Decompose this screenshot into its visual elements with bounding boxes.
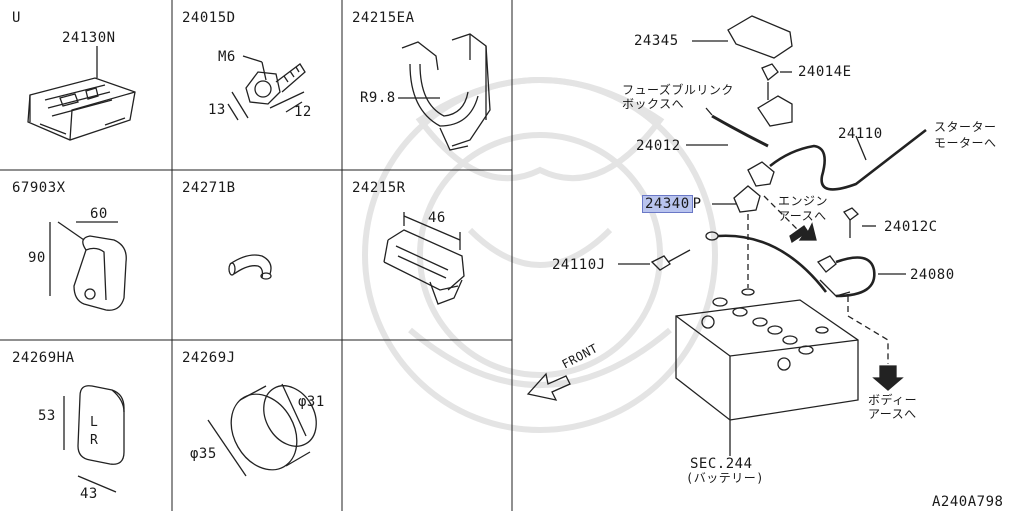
battery-cells [712,297,814,355]
diagram-id: A240A798 [932,494,1004,510]
cap-dim-31: φ31 [298,394,325,410]
part-24340-label[interactable]: 24340 [642,195,693,213]
battery-section-name: (バッテリー) [686,471,764,485]
fusible-link-note-line1: フューズブルリンク [622,83,734,97]
cell-code-u: U [12,10,21,26]
bolt-24015d-drawing [227,55,306,121]
bolt-dim-13: 13 [208,102,226,118]
part-24110j-label: 24110J [552,257,606,273]
part-24012c-label: 24012C [884,219,938,235]
cell-code-24271b: 24271B [182,180,236,196]
starter-note-line2: モーターへ [934,136,997,150]
body-earth-note-line1: ボディー [868,393,918,407]
plug-lr-letters: L R [90,415,99,448]
clip-dim-46: 46 [428,210,446,226]
cell-code-24269j: 24269J [182,350,236,366]
part-24014e-label: 24014E [798,64,852,80]
starter-note-line1: スターター [934,120,997,134]
grommet-dim-90: 90 [28,250,46,266]
engine-earth-note-line2: アースへ [778,209,827,223]
battery-section-ref: SEC.244 [690,456,753,472]
part-24080-label: 24080 [910,267,955,283]
part-24345-label: 24345 [634,33,679,49]
grommet-67903x-drawing [49,221,127,311]
engine-earth-note-line1: エンジン [778,194,829,208]
watermark-emblem [362,77,718,433]
battery-body [675,299,859,421]
cap-24269j-drawing [207,383,317,477]
part-24012-label: 24012 [636,138,681,154]
battery-diagram [526,15,927,456]
cell-code-24269ha: 24269HA [12,350,75,366]
clip-radius-label: R9.8 [360,90,396,106]
plug-24269ha-drawing [63,385,125,493]
part-24110-label: 24110 [838,126,883,142]
clip-24215r-drawing [383,212,465,305]
tube-24271b-drawing [228,254,272,280]
plug-dim-53: 53 [38,408,56,424]
clip-24215ea-drawing [398,33,491,151]
parts-grid [0,0,513,511]
part-24340-suffix: P [692,196,702,212]
body-earth-note-line2: アースへ [868,407,917,421]
cell-code-24215ea: 24215EA [352,10,415,26]
cell-code-67903x: 67903X [12,180,66,196]
cell-code-24215r: 24215R [352,180,406,196]
bolt-dim-12: 12 [294,104,312,120]
part-24130n-label: 24130N [62,30,116,46]
terminal-cover-24345 [727,15,793,59]
cap-dim-35: φ35 [190,446,217,462]
bolt-m6-label: M6 [218,49,236,65]
cell-code-24015d: 24015D [182,10,236,26]
fusible-link-note-line2: ボックスへ [622,97,685,111]
plug-dim-43: 43 [80,486,98,502]
grommet-dim-60: 60 [90,206,108,222]
connector-24130n-drawing [27,46,136,141]
